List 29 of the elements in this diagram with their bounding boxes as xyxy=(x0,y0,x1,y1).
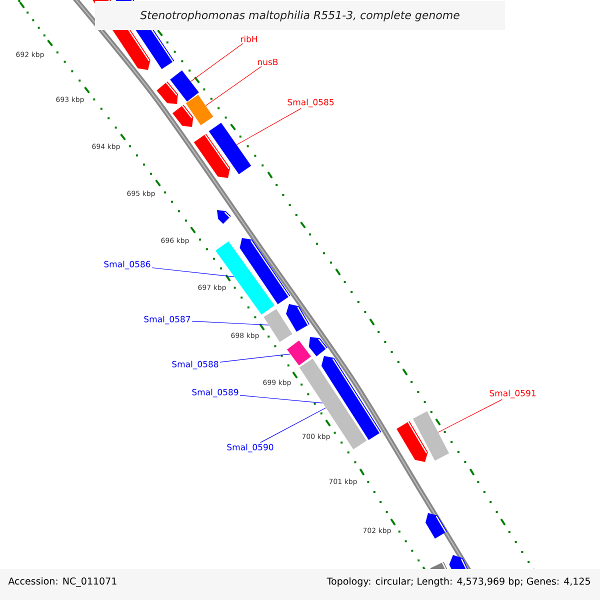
footer-text: Accession: NC_011071 xyxy=(8,577,116,587)
gene-label: Smal_0587 xyxy=(144,316,190,324)
leader-line xyxy=(152,267,234,278)
leader-line xyxy=(206,66,262,106)
gene-label: ribH xyxy=(240,36,257,42)
gene-bar xyxy=(208,122,252,174)
gene-label: Smal_0588 xyxy=(172,360,218,370)
leader-line xyxy=(220,354,290,362)
leader-line xyxy=(192,320,269,326)
gene-bar xyxy=(264,308,292,342)
gene-bar xyxy=(170,70,199,102)
leader-line xyxy=(240,395,323,404)
gene-label: Smal_0591 xyxy=(490,390,536,398)
gene-bar xyxy=(216,241,274,315)
footer-text: Topology: circular; Length: 4,573,969 bp; Genes: 4,125 xyxy=(326,577,590,587)
leader-line xyxy=(260,408,326,443)
gene-label: Smal_0586 xyxy=(104,260,150,270)
gene-bar xyxy=(412,411,450,461)
gene-bar xyxy=(287,340,311,366)
leader-line xyxy=(438,399,502,433)
leader-line xyxy=(236,108,302,146)
gene-label: Smal_0585 xyxy=(288,98,334,108)
gene-bar xyxy=(299,358,367,450)
title-band: Stenotrophomonas maltophilia R551-3, complete genome xyxy=(95,1,505,30)
gene-label: Smal_0589 xyxy=(192,388,238,398)
leader-line xyxy=(190,43,244,82)
gene-label: nusB xyxy=(258,58,278,66)
gene-label: Smal_0590 xyxy=(227,444,274,452)
gene-bar xyxy=(186,94,214,126)
